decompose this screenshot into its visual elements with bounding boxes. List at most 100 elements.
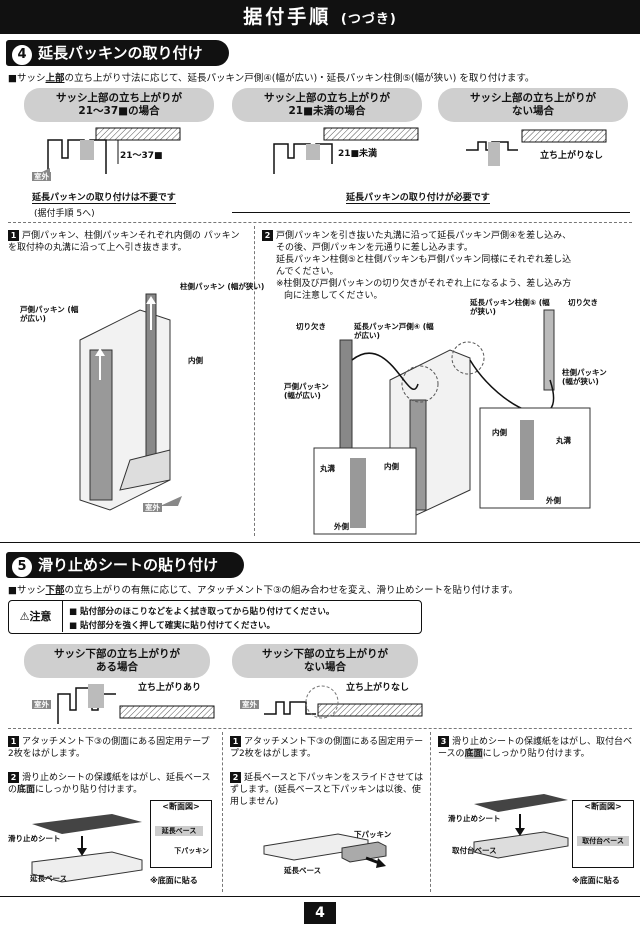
step-number: 2 xyxy=(230,772,241,783)
label-outside-right: 外側 xyxy=(546,496,561,505)
pill-line1: サッシ下部の立ち上がりが xyxy=(262,648,388,660)
case-pill-none: サッシ上部の立ち上がりが ない場合 xyxy=(438,88,628,122)
step-number: 3 xyxy=(438,736,449,747)
label-ext-pillar-packing: 延長パッキン柱側⑤ (幅が狭い) xyxy=(470,298,550,316)
step-text-bold: 底面 xyxy=(17,785,36,795)
label-pillar-packing-2: 柱側パッキン (幅が狭い) xyxy=(562,368,607,386)
caution-item-2: ■ 貼付部分を強く押して確実に貼り付けてください。 xyxy=(69,621,275,631)
case-pill-norise: サッシ下部の立ち上がりが ない場合 xyxy=(232,644,418,678)
label-inside-left: 内側 xyxy=(384,462,399,471)
pill-line1: サッシ上部の立ち上がりが xyxy=(56,92,182,104)
dashed-vertical-divider xyxy=(254,226,255,536)
section-extbase: 延長ベース xyxy=(155,826,203,836)
pill-line2: ある場合 xyxy=(96,661,138,673)
page-number: 4 xyxy=(304,902,336,924)
label-inside: 内側 xyxy=(188,356,203,365)
header-title: 据付手順 xyxy=(243,6,332,28)
step-text-bold: 底面 xyxy=(464,749,483,759)
rise-label: 立ち上がりあり xyxy=(138,683,202,693)
cross-section-box-c: <断面図> 取付台ベース xyxy=(572,800,634,868)
label-mountbase-c: 取付台ベース xyxy=(452,846,497,855)
pill-line2: ない場合 xyxy=(512,105,554,117)
label-groove-right: 丸溝 xyxy=(556,436,571,445)
lower-profile-norise xyxy=(240,685,423,719)
no-rise-label: 立ち上がりなし xyxy=(540,151,604,161)
caution-tag-text: 注意 xyxy=(29,610,52,623)
caution-item-1: ■ 貼付部分のほこりなどをよく拭き取ってから貼り付けてください。 xyxy=(69,607,335,617)
frame-illustration-step2 xyxy=(313,309,591,535)
step-text-post: にしっかり貼り付けます。 xyxy=(482,749,590,759)
case-pill-under-21: サッシ上部の立ち上がりが 21■未満の場合 xyxy=(232,88,422,122)
label-notch-right: 切り欠き xyxy=(568,298,598,307)
label-ext-door-packing: 延長パッキン戸側④ (幅が広い) xyxy=(354,322,434,340)
caution-tag: ⚠注意 xyxy=(9,601,63,632)
step-number: 2 xyxy=(262,230,273,241)
section4-title: 4 延長パッキンの取り付け xyxy=(6,40,229,66)
lead-pre: ■サッシ xyxy=(8,73,46,84)
dim-21-37: 21〜37■ xyxy=(120,151,163,161)
profile-diagram-21-37 xyxy=(42,127,181,176)
cross-section-box-a: <断面図> 延長ベース 下パッキン xyxy=(150,800,212,868)
lead-bold: 上部 xyxy=(45,73,65,84)
section5-title-text: 滑り止めシートの貼り付け xyxy=(38,556,219,574)
sheet-illustration-a xyxy=(31,814,143,883)
lead-bold: 下部 xyxy=(45,585,65,596)
label-extbase-b: 延長ベース xyxy=(284,866,322,875)
note-bottom-a: ※底面に貼る xyxy=(150,876,198,885)
profile-diagram-under-21 xyxy=(273,127,419,174)
pill-line1: サッシ上部の立ち上がりが xyxy=(470,92,596,104)
dashed-vertical-divider-3 xyxy=(430,732,431,892)
section-mountbase: 取付台ベース xyxy=(577,836,629,846)
case-pill-rise: サッシ下部の立ち上がりが ある場合 xyxy=(24,644,210,678)
label-door-packing: 戸側パッキン (幅が広い) xyxy=(20,305,79,323)
section4-title-text: 延長パッキンの取り付け xyxy=(38,44,203,62)
caution-box: ⚠注意 ■ 貼付部分のほこりなどをよく拭き取ってから貼り付けてください。 ■ 貼… xyxy=(8,600,422,634)
section-divider xyxy=(0,542,640,543)
case-pill-21-37: サッシ上部の立ち上がりが 21〜37■の場合 xyxy=(24,88,214,122)
frame-illustration-step1 xyxy=(79,293,182,511)
pill-line2: 21〜37■の場合 xyxy=(78,105,160,117)
step-text-line2: その後、戸側パッキンを元通りに差し込みます。 xyxy=(276,243,473,253)
label-sheet-a: 滑り止めシート xyxy=(8,834,61,843)
lead-pre: ■サッシ xyxy=(8,585,46,596)
footer-divider xyxy=(0,896,640,897)
outdoor-label-b: 室外 xyxy=(240,700,259,709)
step-text-pre: 滑り止めシートの保護紙をはがし、取付台ベースの xyxy=(438,737,633,759)
section4-lead: ■サッシ上部の立ち上がり寸法に応じて、延長パッキン戸側④(幅が広い)・延長パッキ… xyxy=(8,70,534,84)
label-sheet-c: 滑り止めシート xyxy=(448,814,501,823)
step-text-line6: 向に注意してください。 xyxy=(284,291,383,301)
lead-post: の立ち上がりの有無に応じて、アタッチメント下③の組み合わせを変え、滑り止めシート… xyxy=(64,585,519,596)
step-text: アタッチメント下③の側面にある固定用テープ2枚をはがします。 xyxy=(8,737,210,759)
pill-line2: ない場合 xyxy=(304,661,346,673)
note-not-required: 延長パッキンの取り付けは不要です xyxy=(32,190,176,204)
norise-label: 立ち上がりなし xyxy=(346,683,410,693)
label-lowerpack-b: 下パッキン xyxy=(354,830,392,839)
step-text-line4: んでください。 xyxy=(276,267,339,277)
label-extbase-a: 延長ベース xyxy=(30,874,68,883)
label-outside-left: 外側 xyxy=(334,522,349,531)
note-goto-step5: (据付手順 5へ) xyxy=(34,209,95,219)
profile-diagram-none xyxy=(466,129,607,166)
note-required: 延長パッキンの取り付けが必要です xyxy=(346,190,490,204)
dashed-divider-2 xyxy=(8,728,632,729)
section4-number: 4 xyxy=(12,45,32,65)
label-notch-left: 切り欠き xyxy=(296,322,326,331)
section-lowerpack: 下パッキン xyxy=(174,847,209,855)
dashed-divider xyxy=(8,222,632,223)
pill-line1: サッシ上部の立ち上がりが xyxy=(264,92,390,104)
note-bottom-c: ※底面に貼る xyxy=(572,876,620,885)
outdoor-label-a: 室外 xyxy=(32,700,51,709)
step-number: 1 xyxy=(8,230,19,241)
pill-line1: サッシ下部の立ち上がりが xyxy=(54,648,180,660)
step-text-post: にしっかり貼り付けます。 xyxy=(35,785,143,795)
pill-line2: 21■未満の場合 xyxy=(288,105,366,117)
step-text-pre: 滑り止めシートの保護紙をはがし、延長ベースの xyxy=(8,773,211,795)
section5-lead: ■サッシ下部の立ち上がりの有無に応じて、アタッチメント下③の組み合わせを変え、滑… xyxy=(8,582,518,596)
